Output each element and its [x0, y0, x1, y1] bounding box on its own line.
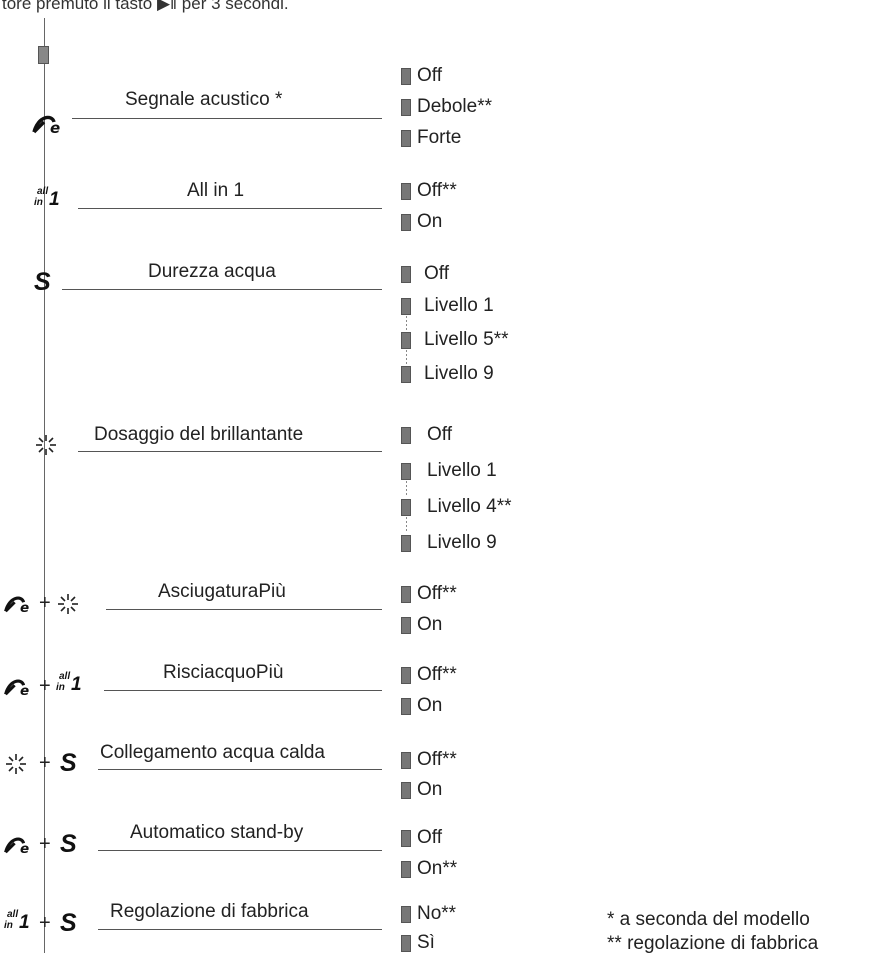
digit-0: [401, 667, 411, 684]
digit-0: [401, 183, 411, 200]
rinse-aid-icon: [6, 754, 26, 774]
row-label: Regolazione di fabbrica: [110, 901, 309, 922]
row-label: Automatico stand-by: [130, 822, 304, 843]
salt-icon: S: [60, 749, 77, 777]
digit-1: [401, 99, 411, 116]
svg-text:e: e: [20, 600, 29, 615]
option-text: Off: [417, 827, 442, 848]
sound-signal-icon: e: [4, 679, 29, 698]
digit-0: [401, 586, 411, 603]
digit-1: [401, 617, 411, 634]
connector-line: [106, 609, 382, 610]
option-text: Off**: [417, 180, 457, 201]
salt-icon: S: [34, 268, 51, 296]
option-text: Livello 1: [427, 460, 497, 481]
option-text: On**: [417, 858, 458, 879]
plus-sign: +: [39, 592, 51, 614]
option-text: On: [417, 779, 443, 800]
option-text: Livello 4**: [427, 496, 512, 517]
option-text: Livello 9: [427, 532, 497, 553]
connector-line: [98, 850, 382, 851]
connector-line: [78, 451, 382, 452]
footnote-model: * a seconda del modello: [607, 909, 810, 930]
sound-signal-icon: e: [4, 837, 29, 856]
digit-2: [401, 130, 411, 147]
svg-text:e: e: [50, 119, 60, 136]
option-text: On: [417, 695, 443, 716]
option-text: No**: [417, 903, 457, 924]
all-in-1-icon: all in 1: [34, 186, 60, 210]
digit-0: [401, 906, 411, 923]
sound-signal-icon: e: [32, 115, 60, 136]
digit-0: [401, 752, 411, 769]
digit-9: [401, 535, 411, 552]
row-label: Collegamento acqua calda: [100, 742, 325, 763]
svg-text:e: e: [20, 841, 29, 856]
option-text: Off**: [417, 749, 457, 770]
option-text: Livello 1: [424, 295, 494, 316]
digit-0: [401, 427, 411, 444]
option-text: On: [417, 211, 443, 232]
range-dots: [406, 517, 407, 533]
option-text: Off**: [417, 664, 457, 685]
digit-4: [401, 499, 411, 516]
connector-line: [72, 118, 382, 119]
digit-1: [401, 214, 411, 231]
option-text: Off: [424, 263, 449, 284]
option-text: Sì: [417, 932, 435, 953]
digit-1: [401, 463, 411, 480]
all-in-1-icon: all in 1: [56, 671, 82, 695]
instruction-text: tore premuto il tasto ▶‖ per 3 secondi.: [2, 0, 289, 13]
digit-0: [401, 830, 411, 847]
e-display-icon: [38, 46, 49, 64]
range-dots: [406, 316, 407, 330]
digit-1: [401, 861, 411, 878]
option-text: Off: [417, 65, 442, 86]
row-label: RisciacquoPiù: [163, 662, 284, 683]
sound-signal-icon: e: [4, 596, 29, 615]
digit-1: [401, 935, 411, 952]
row-label: All in 1: [187, 180, 245, 201]
option-text: Debole**: [417, 96, 492, 117]
plus-sign: +: [39, 752, 51, 774]
salt-icon: S: [60, 909, 77, 937]
all-in-1-icon: all in 1: [4, 909, 30, 933]
row-label: Dosaggio del brillantante: [94, 424, 304, 445]
digit-0: [401, 68, 411, 85]
connector-line: [78, 208, 382, 209]
plus-sign: +: [39, 912, 51, 934]
connector-line: [62, 289, 382, 290]
option-text: Livello 5**: [424, 329, 509, 350]
option-text: Forte: [417, 127, 462, 148]
footnote-factory: ** regolazione di fabbrica: [607, 933, 819, 954]
connector-line: [98, 929, 382, 930]
row-label: AsciugaturaPiù: [158, 581, 286, 602]
digit-9: [401, 366, 411, 383]
range-dots: [406, 481, 407, 497]
option-text: Livello 9: [424, 363, 494, 384]
digit-5: [401, 332, 411, 349]
svg-text:e: e: [20, 683, 29, 698]
rinse-aid-icon: [36, 435, 56, 455]
menu-spine: [44, 18, 45, 953]
salt-icon: S: [60, 830, 77, 858]
connector-line: [104, 690, 382, 691]
rinse-aid-icon: [58, 594, 78, 614]
digit-1: [401, 298, 411, 315]
plus-sign: +: [39, 833, 51, 855]
row-label: Segnale acustico *: [125, 89, 283, 110]
option-text: Off**: [417, 583, 457, 604]
row-label: Durezza acqua: [148, 261, 276, 282]
option-text: Off: [427, 424, 452, 445]
digit-1: [401, 782, 411, 799]
option-text: On: [417, 614, 443, 635]
plus-sign: +: [39, 675, 51, 697]
connector-line: [98, 769, 382, 770]
range-dots: [406, 350, 407, 364]
digit-0: [401, 266, 411, 283]
digit-1: [401, 698, 411, 715]
